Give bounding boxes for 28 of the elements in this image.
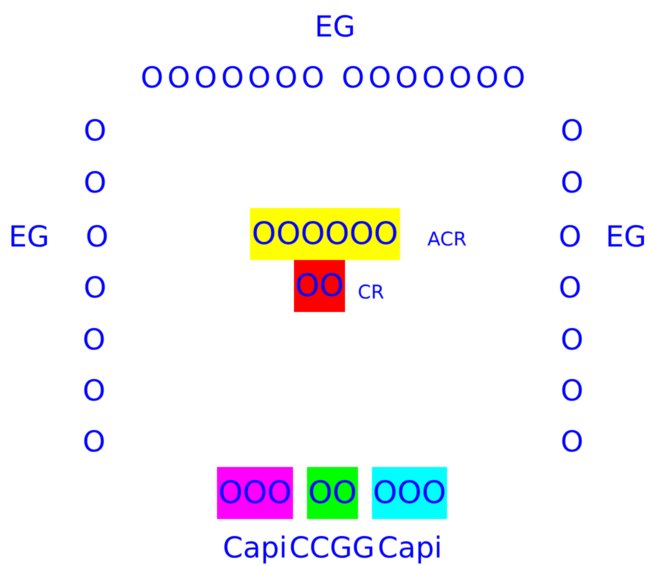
seat-block: OO (307, 467, 358, 519)
seat-mark: O (560, 168, 584, 198)
seat-mark: O (560, 376, 584, 406)
caption-text: CCGG (289, 534, 375, 562)
seat-mark: O (82, 326, 106, 354)
side-label: EG (606, 222, 646, 252)
seat-mark: O (84, 116, 106, 146)
seat-mark: O (560, 116, 584, 146)
seat-mark: O (82, 428, 106, 456)
seat-mark: O (82, 376, 106, 406)
seat-mark: O (558, 222, 582, 252)
seat-mark: O (84, 168, 106, 198)
seat-block: OOO (217, 467, 293, 519)
seat-block: OOO (372, 467, 447, 519)
seat-block: OO (294, 260, 345, 312)
seat-mark: O (558, 274, 582, 302)
seat-block: OOOOOO (250, 208, 400, 260)
caption-text: ACR (427, 230, 467, 250)
seat-mark: O (84, 274, 106, 302)
seat-mark: O (560, 326, 584, 354)
caption-text: CR (358, 284, 384, 302)
side-label: EG (8, 222, 50, 252)
heading-text: EG (314, 12, 356, 42)
caption-text: Capi (378, 534, 442, 562)
seat-row: OOOOOOO OOOOOOO (140, 64, 530, 92)
seat-mark: O (86, 222, 108, 252)
seat-mark: O (560, 428, 584, 456)
caption-text: Capi (222, 534, 288, 562)
